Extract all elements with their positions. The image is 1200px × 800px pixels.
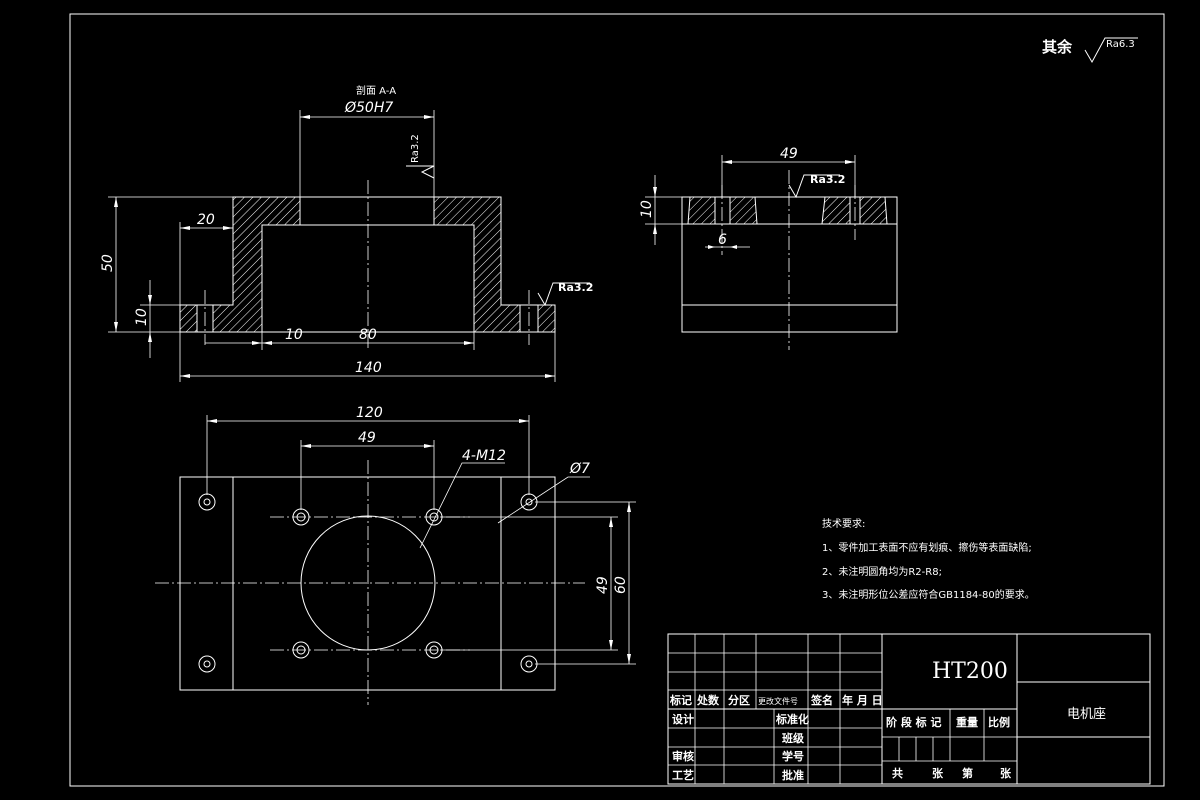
svg-text:签名: 签名 (810, 693, 833, 707)
side-dim-10: 10 (639, 200, 655, 218)
svg-text:2、未注明圆角均为R2-R8;: 2、未注明圆角均为R2-R8; (822, 565, 942, 578)
section-label: 剖面 A-A (356, 84, 396, 97)
svg-text:学号: 学号 (782, 749, 804, 763)
svg-text:第: 第 (962, 766, 973, 780)
hole-callout: Ø7 (569, 461, 590, 477)
svg-text:年 月 日: 年 月 日 (842, 693, 883, 707)
dim-80: 80 (359, 327, 377, 343)
side-dim-6: 6 (718, 232, 727, 248)
svg-text:设计: 设计 (672, 712, 694, 726)
svg-text:3、未注明形位公差应符合GB1184-80的要求。: 3、未注明形位公差应符合GB1184-80的要求。 (822, 588, 1035, 601)
plan-dim-60: 60 (613, 576, 629, 594)
svg-text:张: 张 (1000, 766, 1012, 780)
plan-view: 120 49 4-M12 Ø7 49 60 (155, 405, 636, 705)
svg-text:Ra6.3: Ra6.3 (1106, 39, 1135, 50)
side-dim-49: 49 (780, 146, 798, 162)
plan-dim-49-vertical: 49 (595, 576, 611, 594)
svg-text:标准化: 标准化 (775, 712, 809, 726)
svg-text:Ra3.2: Ra3.2 (810, 173, 845, 186)
svg-text:比例: 比例 (988, 715, 1010, 729)
svg-text:技术要求:: 技术要求: (822, 517, 865, 530)
svg-text:张: 张 (932, 766, 944, 780)
svg-text:工艺: 工艺 (672, 768, 694, 782)
thread-callout: 4-M12 (462, 448, 506, 464)
svg-text:审核: 审核 (672, 749, 694, 763)
dim-10-width: 10 (285, 327, 303, 343)
title-block: HT200 电机座 标记 处数 分区 更改文件号 签名 年 月 日 设计 标准化… (667, 633, 1151, 785)
section-view: 剖面 A-A Ø50H7 Ra3.2 (100, 84, 593, 382)
plan-dim-49: 49 (358, 430, 376, 446)
svg-text:Ra3.2: Ra3.2 (410, 134, 421, 163)
svg-text:共: 共 (892, 766, 903, 780)
dim-20: 20 (197, 212, 215, 228)
svg-text:Ra3.2: Ra3.2 (558, 281, 593, 294)
finish-symbol-default: Ra6.3 (1084, 37, 1138, 64)
svg-text:处数: 处数 (696, 693, 720, 707)
svg-text:班级: 班级 (782, 731, 805, 745)
side-view: 49 Ra3.2 10 6 (639, 146, 898, 350)
svg-text:标记: 标记 (669, 693, 692, 707)
sheet-border (69, 13, 1165, 787)
plan-dim-120: 120 (356, 405, 383, 421)
side-finish-symbol: Ra3.2 (788, 173, 845, 199)
finish-symbol-base: Ra3.2 (537, 281, 593, 307)
dim-bore: Ø50H7 (344, 100, 393, 116)
tech-notes: 技术要求: 1、零件加工表面不应有划痕、擦伤等表面缺陷; 2、未注明圆角均为R2… (822, 517, 1035, 601)
dim-50: 50 (100, 254, 116, 272)
dim-10-height: 10 (134, 308, 150, 326)
svg-text:批准: 批准 (782, 768, 804, 782)
svg-text:重量: 重量 (956, 715, 978, 729)
part-name: 电机座 (1067, 707, 1106, 722)
finish-label: 其余 (1042, 38, 1073, 56)
material: HT200 (932, 659, 1008, 684)
svg-text:1、零件加工表面不应有划痕、擦伤等表面缺陷;: 1、零件加工表面不应有划痕、擦伤等表面缺陷; (822, 541, 1032, 554)
finish-symbol-bore: Ra3.2 (406, 134, 435, 179)
svg-text:分区: 分区 (728, 693, 750, 707)
svg-text:更改文件号: 更改文件号 (758, 696, 798, 706)
svg-text:阶 段 标 记: 阶 段 标 记 (886, 715, 942, 729)
dim-140: 140 (355, 360, 382, 376)
